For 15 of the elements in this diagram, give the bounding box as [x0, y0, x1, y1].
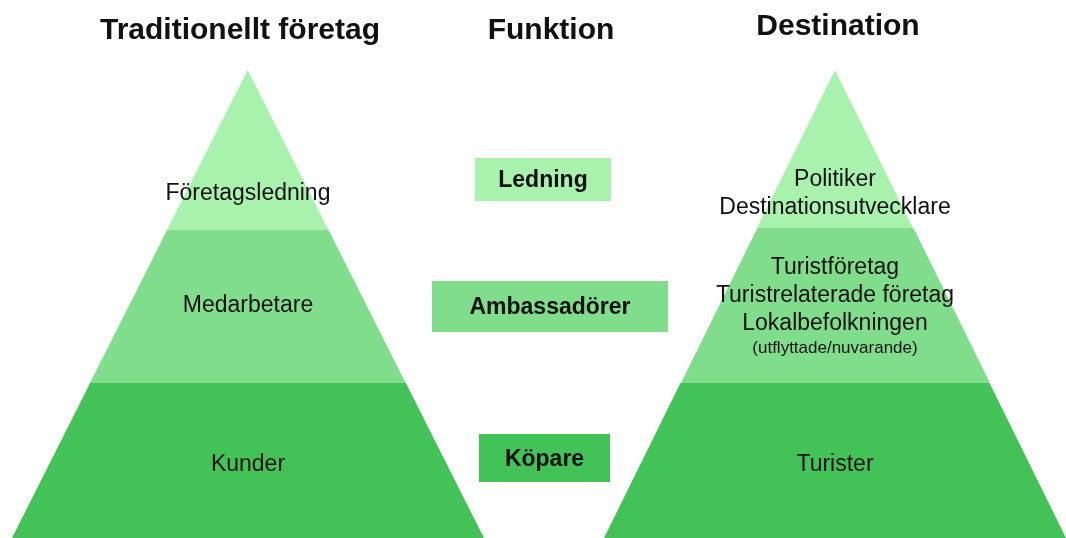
section-label: Kunder	[210, 449, 286, 477]
column-heading: Traditionellt företag	[100, 12, 380, 46]
function-label: Köpare	[479, 434, 610, 482]
section-label: Turister	[796, 449, 874, 477]
section-label: Företagsledning	[165, 178, 331, 206]
column-heading: Destination	[756, 8, 920, 42]
function-label: Ledning	[475, 158, 611, 201]
function-label: Ambassadörer	[432, 281, 668, 332]
section-label: Destinationsutvecklare	[719, 192, 951, 220]
section-label: Medarbetare	[182, 290, 314, 318]
section-label: (utflyttade/nuvarande)	[752, 337, 918, 359]
section-label: Lokalbefolkningen	[742, 308, 928, 336]
column-heading: Funktion	[487, 12, 615, 46]
section-label: Turistföretag	[770, 252, 900, 280]
section-label: Politiker	[794, 164, 876, 192]
